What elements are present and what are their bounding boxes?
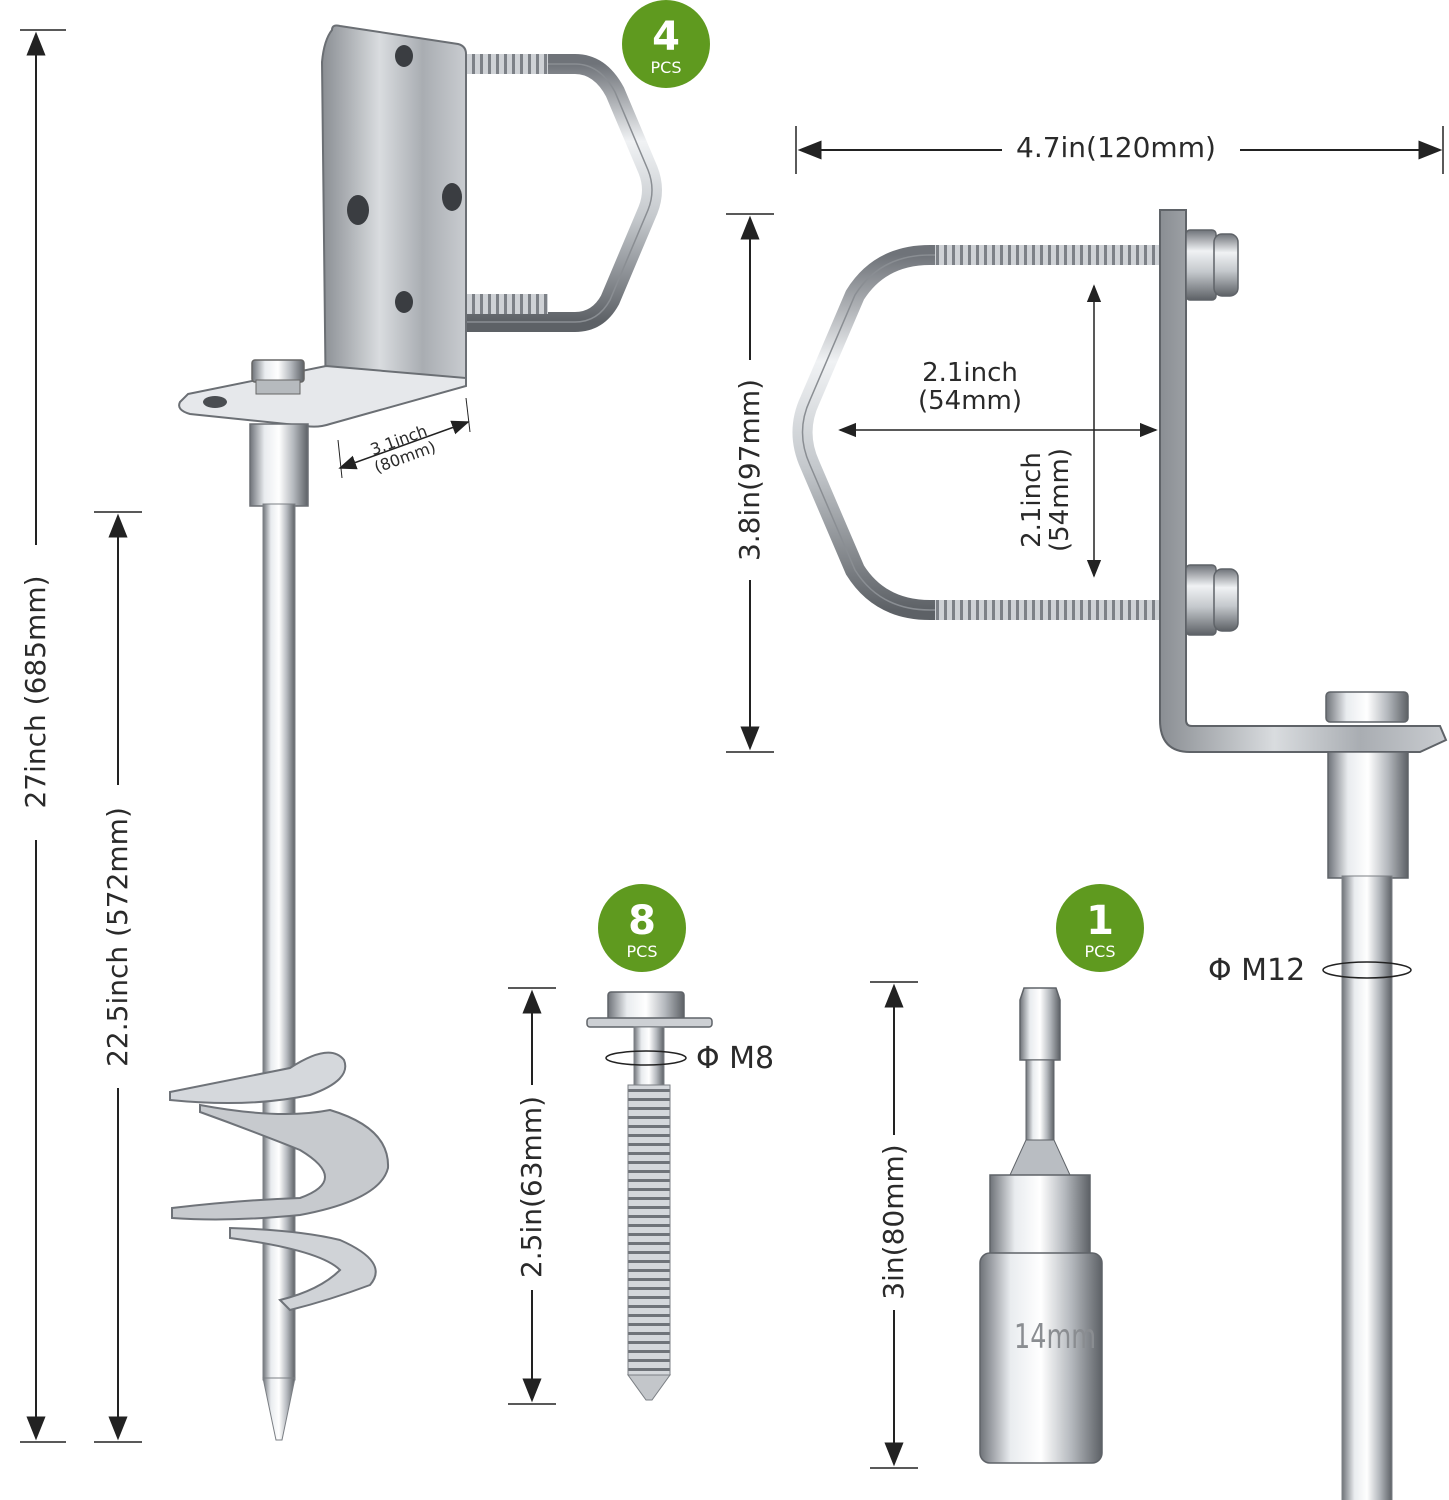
bracket-height-dimension bbox=[726, 213, 774, 753]
badge-unit: PCS bbox=[650, 58, 682, 77]
vertical-plate bbox=[320, 24, 467, 420]
ubolt-spacing-mm: (54mm) bbox=[1045, 447, 1075, 553]
anchor-rod bbox=[1341, 875, 1393, 1500]
socket-length-label: 3in(80mm) bbox=[877, 1144, 910, 1300]
bracket-height-label: 3.8in(97mm) bbox=[733, 378, 766, 562]
badge-unit: PCS bbox=[626, 942, 658, 961]
auger-flight bbox=[169, 1051, 347, 1105]
socket-size-label: 14mm bbox=[1014, 1317, 1097, 1357]
hex-coupling bbox=[249, 423, 309, 507]
screw-length-label: 2.5in(63mm) bbox=[515, 1095, 548, 1279]
ubolt-spacing-inch: 2.1inch bbox=[1017, 452, 1047, 548]
badge-count: 8 bbox=[628, 898, 656, 944]
nut-top bbox=[1185, 229, 1217, 301]
rod-diameter-label: Φ M12 bbox=[1208, 953, 1306, 988]
ubolt-depth-label: 2.1inch (54mm) bbox=[915, 360, 1025, 414]
ubolt-depth-inch: 2.1inch bbox=[922, 358, 1018, 388]
socket-driver-illustration bbox=[979, 987, 1103, 1464]
shaft-length-dimension bbox=[94, 511, 142, 1443]
ground-anchor-illustration bbox=[169, 24, 662, 1441]
hex-coupling-side bbox=[1327, 751, 1409, 879]
socket-length-dimension bbox=[870, 981, 918, 1469]
u-bolt-side bbox=[792, 245, 1160, 620]
quantity-badge-bracket: 4 PCS bbox=[622, 0, 710, 88]
base-plate bbox=[178, 364, 467, 428]
screw-length-dimension bbox=[508, 987, 556, 1405]
anchor-tip bbox=[262, 1377, 296, 1441]
plate-width-dimension bbox=[337, 397, 471, 479]
badge-unit: PCS bbox=[1084, 942, 1116, 961]
screw-diameter-label: Φ M8 bbox=[696, 1041, 775, 1076]
nut-bottom bbox=[1185, 564, 1217, 636]
badge-count: 1 bbox=[1086, 898, 1114, 944]
bracket-width-dimension bbox=[795, 126, 1444, 174]
l-plate bbox=[1159, 209, 1448, 753]
total-length-label: 27inch (685mm) bbox=[19, 575, 52, 809]
quantity-badge-socket: 1 PCS bbox=[1056, 884, 1144, 972]
bracket-width-label: 4.7in(120mm) bbox=[1016, 131, 1216, 164]
badge-count: 4 bbox=[652, 14, 680, 60]
ubolt-spacing-label: 2.1inch (54mm) bbox=[1017, 447, 1075, 553]
bracket-side-view bbox=[792, 209, 1448, 1500]
quantity-badge-screw: 8 PCS bbox=[598, 884, 686, 972]
ubolt-depth-mm: (54mm) bbox=[917, 386, 1023, 416]
lag-screw-illustration bbox=[586, 991, 713, 1401]
shaft-length-label: 22.5inch (572mm) bbox=[101, 807, 134, 1067]
total-length-dimension bbox=[20, 29, 66, 1443]
